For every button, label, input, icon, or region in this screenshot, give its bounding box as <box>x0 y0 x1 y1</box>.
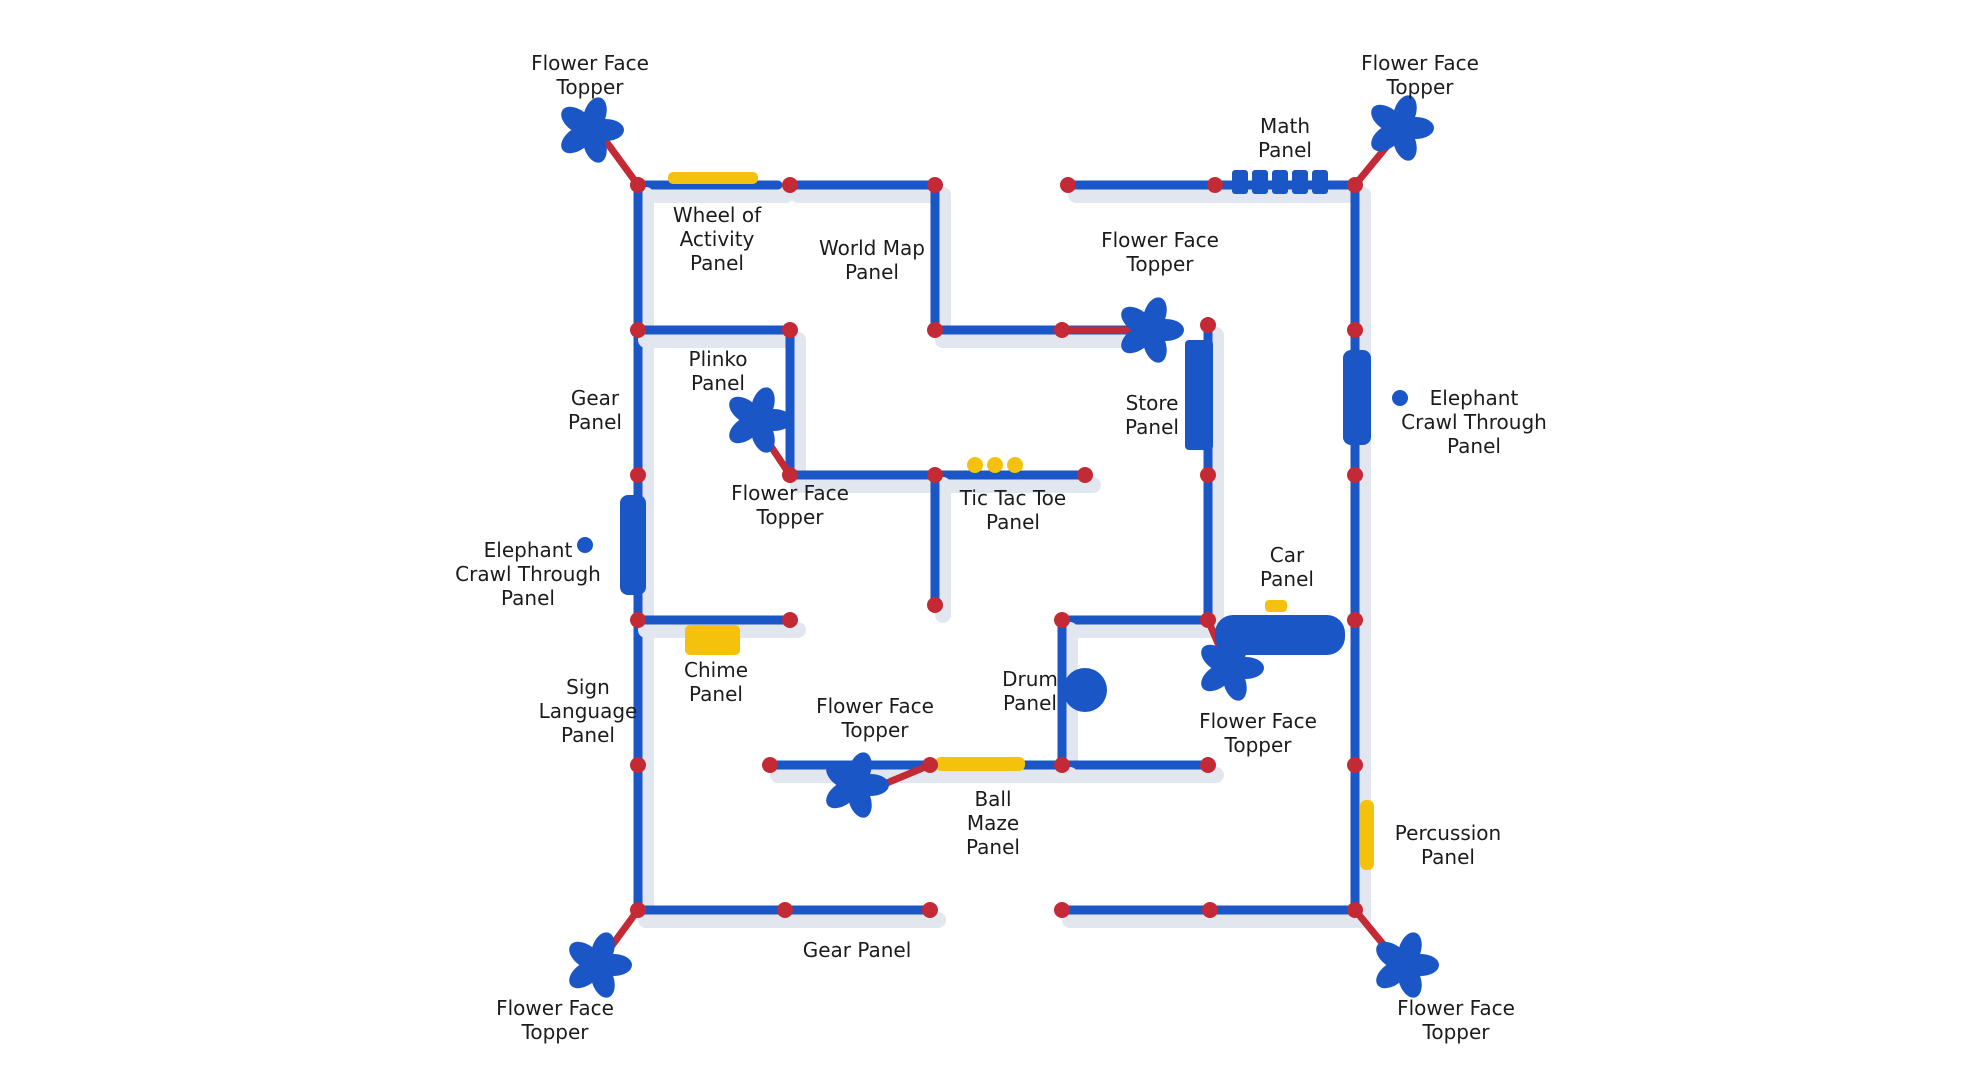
petal <box>583 97 607 133</box>
label-ball-maze-panel: Ball Maze Panel <box>966 787 1020 859</box>
post <box>922 757 938 773</box>
petal <box>1143 297 1167 333</box>
post <box>927 177 943 193</box>
post <box>762 757 778 773</box>
post <box>630 757 646 773</box>
post <box>630 177 646 193</box>
post <box>782 322 798 338</box>
flower-face-topper-icon <box>1371 95 1434 161</box>
petal <box>1398 932 1422 968</box>
label-car-panel: Car Panel <box>1260 543 1314 591</box>
post <box>1077 467 1093 483</box>
label-flower-face-topper-se: Flower Face Topper <box>1397 996 1515 1044</box>
post <box>630 467 646 483</box>
post <box>630 902 646 918</box>
petal <box>1393 95 1417 131</box>
post <box>1347 177 1363 193</box>
elephant-crawl-through-panel-left-icon <box>620 495 646 595</box>
post <box>1347 612 1363 628</box>
percussion-accent <box>1360 800 1374 870</box>
label-flower-face-topper-sw: Flower Face Topper <box>496 996 614 1044</box>
car-panel-icon <box>1215 615 1345 655</box>
label-drum-panel: Drum Panel <box>1002 667 1058 715</box>
flower-face-topper-icon <box>561 97 624 163</box>
math-panel-block <box>1292 170 1308 194</box>
ball-maze-accent <box>935 757 1025 771</box>
post <box>1054 322 1070 338</box>
car-panel-accent <box>1265 600 1287 612</box>
tic-tac-toe-piece <box>967 457 983 473</box>
post <box>777 902 793 918</box>
post <box>1054 902 1070 918</box>
label-gear-panel-bottom: Gear Panel <box>802 938 912 962</box>
flower-face-topper-icon <box>1376 932 1439 998</box>
post <box>782 177 798 193</box>
tic-tac-toe-piece <box>987 457 1003 473</box>
post <box>1054 757 1070 773</box>
elephant-trunk-icon <box>1392 390 1408 406</box>
post <box>1200 317 1216 333</box>
post <box>1207 177 1223 193</box>
post <box>1200 757 1216 773</box>
flower-face-topper-icon <box>569 932 632 998</box>
label-elephant-crawl-through-panel-left: Elephant Crawl Through Panel <box>455 538 601 610</box>
post <box>782 467 798 483</box>
post <box>927 322 943 338</box>
connector-rod <box>601 136 642 189</box>
label-flower-face-topper-car: Flower Face Topper <box>1199 709 1317 757</box>
post <box>1347 467 1363 483</box>
flower-face-topper-icon <box>1121 297 1184 363</box>
math-panel-block <box>1232 170 1248 194</box>
label-flower-face-topper-plinko: Flower Face Topper <box>731 481 849 529</box>
wheel-of-activity-accent <box>668 172 758 184</box>
post <box>782 612 798 628</box>
petal <box>751 387 775 423</box>
post <box>1202 902 1218 918</box>
post <box>1200 467 1216 483</box>
label-math-panel: Math Panel <box>1258 114 1312 162</box>
label-flower-face-topper-nw: Flower Face Topper <box>531 51 649 99</box>
label-flower-face-topper-ball-maze: Flower Face Topper <box>816 694 934 742</box>
post <box>630 322 646 338</box>
petal <box>848 752 872 788</box>
label-flower-face-topper-store: Flower Face Topper <box>1101 228 1219 276</box>
label-percussion-panel: Percussion Panel <box>1394 821 1502 869</box>
post <box>1060 177 1076 193</box>
tic-tac-toe-piece <box>1007 457 1023 473</box>
post <box>1347 322 1363 338</box>
store-panel-icon <box>1185 340 1213 450</box>
flower-face-topper-icon <box>826 752 889 818</box>
post <box>1347 757 1363 773</box>
math-panel-block <box>1272 170 1288 194</box>
label-flower-face-topper-ne: Flower Face Topper <box>1361 51 1479 99</box>
label-store-panel: Store Panel <box>1125 391 1179 439</box>
label-gear-panel-left: Gear Panel <box>568 386 622 434</box>
label-elephant-crawl-through-panel-right: Elephant Crawl Through Panel <box>1401 386 1547 458</box>
post <box>927 467 943 483</box>
post <box>1200 612 1216 628</box>
math-panel-block <box>1312 170 1328 194</box>
elephant-crawl-through-panel-right-icon <box>1343 350 1371 445</box>
label-world-map-panel: World Map Panel <box>819 236 925 284</box>
drum-icon <box>1063 668 1107 712</box>
post <box>1054 612 1070 628</box>
label-sign-language-panel: Sign Language Panel <box>538 675 638 747</box>
post <box>1347 902 1363 918</box>
flower-face-topper-icon <box>729 387 792 453</box>
label-wheel-of-activity-panel: Wheel of Activity Panel <box>672 203 762 275</box>
chime-panel-accent <box>685 625 740 655</box>
label-tic-tac-toe-panel: Tic Tac Toe Panel <box>959 486 1067 534</box>
label-plinko-panel: Plinko Panel <box>688 347 748 395</box>
elephant-trunk-icon <box>577 537 593 553</box>
math-panel-block <box>1252 170 1268 194</box>
post <box>630 612 646 628</box>
petal <box>591 932 615 968</box>
post <box>927 597 943 613</box>
post <box>922 902 938 918</box>
label-chime-panel: Chime Panel <box>684 658 748 706</box>
